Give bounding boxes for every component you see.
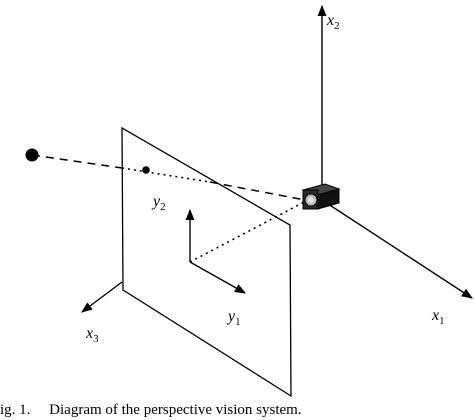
image-plane bbox=[121, 126, 292, 398]
image-point bbox=[142, 166, 150, 174]
optical-axis bbox=[189, 199, 309, 263]
y1-axis bbox=[189, 261, 246, 294]
camera-icon bbox=[301, 183, 341, 210]
y2-label: y2 bbox=[151, 193, 166, 213]
projection-ray-behind-plane bbox=[121, 167, 211, 183]
x3-axis bbox=[81, 281, 123, 313]
x3-label: x3 bbox=[85, 325, 99, 345]
x2-label: x2 bbox=[326, 12, 340, 32]
x1-axis bbox=[321, 199, 473, 299]
projection-ray-outside bbox=[31, 154, 123, 169]
projection-ray-to-camera bbox=[209, 181, 306, 201]
x1-label: x1 bbox=[431, 307, 445, 327]
y1-label: y1 bbox=[226, 308, 241, 328]
object-point bbox=[25, 148, 39, 162]
figure-caption: ig. 1. Diagram of the perspective vision… bbox=[0, 402, 302, 418]
